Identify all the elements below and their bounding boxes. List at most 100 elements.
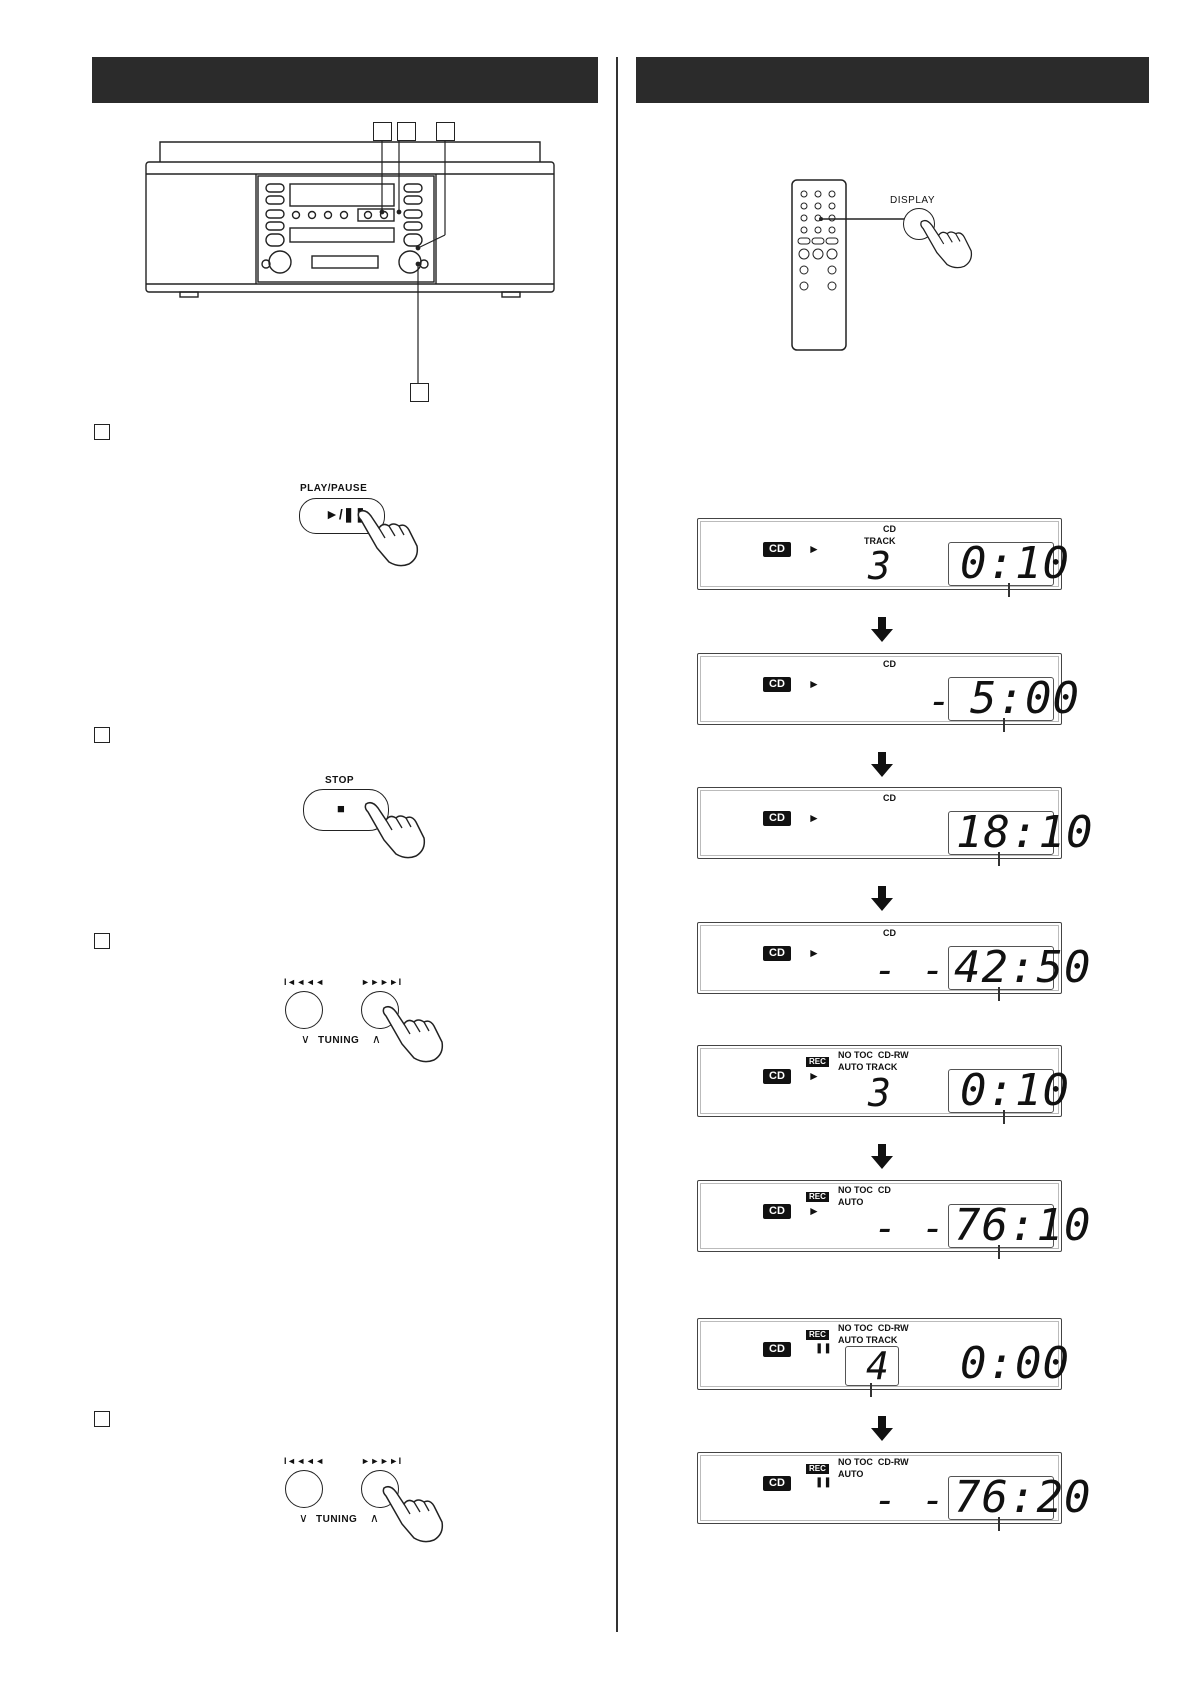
time-readout: 0:10 bbox=[960, 1065, 1070, 1116]
indicator-line-1: NO TOC CD-RW bbox=[838, 1050, 909, 1060]
indicator-line-2: AUTO TRACK bbox=[838, 1062, 898, 1072]
time-readout: 18:10 bbox=[956, 807, 1094, 858]
indicator-line-2: AUTO bbox=[838, 1469, 864, 1479]
track-pointer bbox=[870, 1383, 872, 1397]
track-number: - bbox=[928, 679, 952, 723]
skip-forward-button[interactable] bbox=[361, 991, 399, 1029]
rec-badge: REC bbox=[806, 1464, 829, 1474]
time-highlight-box bbox=[948, 677, 1054, 721]
pause-indicator-icon: ❚❚ bbox=[815, 1343, 832, 1354]
remote-control-illustration bbox=[791, 179, 847, 351]
callout-box-2 bbox=[397, 122, 416, 141]
time-pointer bbox=[998, 852, 1000, 866]
time-readout: 76:10 bbox=[954, 1200, 1092, 1251]
lcd-display-4: CD ► CD - - 42:50 bbox=[697, 922, 1090, 1001]
time-highlight-box bbox=[948, 542, 1054, 586]
time-readout: 0:00 bbox=[960, 1338, 1070, 1389]
callout-box-4 bbox=[410, 383, 429, 402]
lcd-display-8: REC CD ❚❚ NO TOC CD-RW AUTO - - 76:20 bbox=[697, 1452, 1090, 1531]
time-readout: 0:10 bbox=[960, 538, 1070, 589]
left-section-header bbox=[92, 57, 598, 103]
track-number: - - bbox=[874, 1206, 946, 1250]
pointing-hand-icon bbox=[364, 801, 426, 859]
cd-badge: CD bbox=[763, 1069, 791, 1084]
skip-forward-label: ►►►►I bbox=[361, 1456, 402, 1466]
lcd-display-1: CD ► CD TRACK 3 0:10 bbox=[697, 518, 1069, 597]
indicator-line-1: NO TOC CD-RW bbox=[838, 1323, 909, 1333]
tuning-label: TUNING bbox=[316, 1514, 358, 1525]
step-3-box bbox=[94, 933, 110, 949]
skip-back-label: I◄◄◄◄ bbox=[284, 1456, 325, 1466]
time-highlight-box bbox=[948, 1069, 1054, 1113]
track-number: 4 bbox=[866, 1344, 890, 1388]
play-pause-button[interactable] bbox=[299, 498, 385, 534]
indicator-line-1: CD bbox=[883, 524, 896, 534]
skip-back-label: I◄◄◄◄ bbox=[284, 977, 325, 987]
play-indicator-icon: ► bbox=[808, 946, 820, 960]
callout-box-1 bbox=[373, 122, 392, 141]
time-pointer bbox=[1003, 1110, 1005, 1124]
rec-badge: REC bbox=[806, 1057, 829, 1067]
tuning-up-chevron-icon: ∧ bbox=[370, 1511, 379, 1525]
step-4-box bbox=[94, 1411, 110, 1427]
time-pointer bbox=[1008, 583, 1010, 597]
skip-back-button[interactable] bbox=[285, 991, 323, 1029]
time-pointer bbox=[998, 987, 1000, 1001]
indicator-line-2: AUTO TRACK bbox=[838, 1335, 898, 1345]
down-arrow-icon bbox=[871, 1416, 893, 1441]
track-highlight-box bbox=[845, 1346, 899, 1386]
down-arrow-icon bbox=[871, 1144, 893, 1169]
rec-badge: REC bbox=[806, 1192, 829, 1202]
pointing-hand-icon bbox=[920, 219, 973, 269]
right-section-header bbox=[636, 57, 1149, 103]
step-1-box bbox=[94, 424, 110, 440]
time-readout: 5:00 bbox=[970, 673, 1080, 724]
time-readout: 76:20 bbox=[954, 1472, 1092, 1523]
pointing-hand-icon bbox=[382, 1005, 444, 1063]
cd-badge: CD bbox=[763, 1342, 791, 1357]
play-indicator-icon: ► bbox=[808, 1204, 820, 1218]
stop-glyph: ■ bbox=[337, 801, 345, 816]
indicator-line-2: AUTO bbox=[838, 1197, 864, 1207]
cd-badge: CD bbox=[763, 811, 791, 826]
time-highlight-box bbox=[948, 1204, 1054, 1248]
lcd-display-6: REC CD ► NO TOC CD AUTO - - 76:10 bbox=[697, 1180, 1090, 1259]
lcd-display-2: CD ► CD - 5:00 bbox=[697, 653, 1079, 732]
skip-back-button[interactable] bbox=[285, 1470, 323, 1508]
play-indicator-icon: ► bbox=[808, 811, 820, 825]
main-unit-illustration bbox=[145, 140, 555, 384]
stop-button[interactable] bbox=[303, 789, 389, 831]
remote-display-button[interactable] bbox=[903, 208, 935, 240]
lcd-display-7: REC CD ❚❚ NO TOC CD-RW AUTO TRACK 4 0:00 bbox=[697, 1318, 1069, 1397]
time-pointer bbox=[1003, 718, 1005, 732]
tuning-down-chevron-icon: ∨ bbox=[299, 1511, 308, 1525]
indicator-line-1: CD bbox=[883, 793, 896, 803]
callout-box-3 bbox=[436, 122, 455, 141]
time-pointer bbox=[998, 1245, 1000, 1259]
track-number: - - bbox=[874, 948, 946, 992]
down-arrow-icon bbox=[871, 617, 893, 642]
play-indicator-icon: ► bbox=[808, 1069, 820, 1083]
play-indicator-icon: ► bbox=[808, 677, 820, 691]
remote-display-label: DISPLAY bbox=[890, 195, 935, 206]
play-pause-label: PLAY/PAUSE bbox=[300, 483, 368, 494]
down-arrow-icon bbox=[871, 752, 893, 777]
track-number: 3 bbox=[868, 1071, 892, 1115]
cd-badge: CD bbox=[763, 1476, 791, 1491]
time-highlight-box bbox=[948, 946, 1054, 990]
tuning-down-chevron-icon: ∨ bbox=[301, 1032, 310, 1046]
rec-badge: REC bbox=[806, 1330, 829, 1340]
track-number: 3 bbox=[868, 544, 892, 588]
cd-badge: CD bbox=[763, 677, 791, 692]
pause-indicator-icon: ❚❚ bbox=[815, 1477, 832, 1488]
play-indicator-icon: ► bbox=[808, 542, 820, 556]
tuning-label: TUNING bbox=[318, 1035, 360, 1046]
step-2-box bbox=[94, 727, 110, 743]
down-arrow-icon bbox=[871, 886, 893, 911]
lcd-display-5: REC CD ► NO TOC CD-RW AUTO TRACK 3 0:10 bbox=[697, 1045, 1069, 1124]
indicator-line-1: CD bbox=[883, 928, 896, 938]
skip-forward-button[interactable] bbox=[361, 1470, 399, 1508]
tuning-up-chevron-icon: ∧ bbox=[372, 1032, 381, 1046]
time-highlight-box bbox=[948, 811, 1054, 855]
indicator-line-1: NO TOC CD bbox=[838, 1185, 891, 1195]
